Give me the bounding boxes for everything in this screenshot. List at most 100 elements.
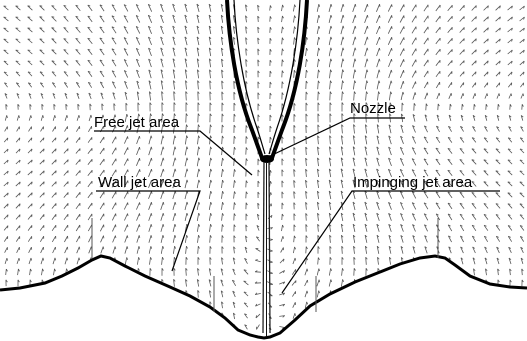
velocity-vector (54, 269, 55, 275)
velocity-vector (256, 249, 261, 252)
velocity-vector-head (31, 258, 32, 261)
velocity-vector (88, 159, 92, 165)
velocity-vector-head (367, 48, 368, 51)
velocity-vector-head (40, 28, 43, 29)
velocity-vector (293, 313, 295, 318)
velocity-vector (365, 48, 367, 56)
velocity-vector-head (163, 246, 164, 248)
velocity-vector-head (43, 269, 44, 271)
velocity-vector (16, 236, 19, 241)
velocity-vector (292, 291, 295, 296)
velocity-vector-head (331, 280, 332, 283)
velocity-vector (388, 48, 391, 56)
velocity-vector (88, 137, 92, 142)
velocity-vector (112, 192, 116, 199)
velocity-vector (234, 169, 235, 176)
velocity-vector-head (295, 16, 296, 18)
velocity-vector-head (307, 291, 308, 294)
velocity-vector-head (163, 224, 164, 227)
velocity-vector-head (343, 37, 344, 39)
velocity-vector (197, 169, 199, 177)
velocity-vector-head (367, 37, 368, 40)
velocity-vector (76, 137, 80, 142)
velocity-vector (185, 136, 186, 145)
velocity-vector-head (7, 258, 8, 261)
velocity-vector-head (56, 149, 57, 152)
velocity-vector-head (283, 225, 284, 227)
velocity-vector-head (187, 158, 188, 160)
velocity-vector (377, 48, 380, 56)
velocity-vector (257, 325, 260, 330)
velocity-vector (341, 26, 343, 34)
velocity-vector-head (439, 93, 440, 96)
velocity-vector (449, 93, 451, 99)
velocity-vector (161, 158, 163, 166)
velocity-vector-head (520, 149, 523, 150)
velocity-vector-head (20, 204, 21, 207)
velocity-vector (64, 203, 68, 208)
velocity-vector (186, 125, 187, 134)
velocity-vector (113, 247, 115, 254)
velocity-vector-head (67, 269, 68, 271)
velocity-vector-head (475, 93, 476, 96)
velocity-vector-head (211, 180, 212, 182)
velocity-vector (353, 48, 355, 56)
velocity-vector-head (175, 147, 176, 150)
velocity-vector-head (476, 39, 477, 42)
velocity-vector-head (367, 15, 368, 18)
velocity-vector-head (211, 213, 212, 215)
velocity-vector-head (367, 70, 368, 72)
velocity-vector (64, 182, 68, 187)
velocity-vector-head (520, 182, 523, 183)
velocity-vector (52, 214, 56, 219)
velocity-vector-head (331, 26, 332, 28)
velocity-vector (400, 37, 404, 44)
velocity-vector (448, 38, 453, 43)
velocity-vector (412, 60, 416, 67)
velocity-vector (161, 235, 163, 243)
velocity-vector-head (343, 15, 344, 18)
velocity-vector (412, 82, 415, 89)
velocity-vector (76, 170, 80, 175)
velocity-vector (173, 158, 175, 166)
velocity-vector (306, 48, 307, 56)
velocity-vector-head (270, 251, 273, 252)
velocity-vector (270, 5, 271, 10)
velocity-vector (460, 16, 465, 21)
velocity-vector-head (367, 4, 368, 7)
velocity-vector-head (56, 160, 57, 163)
velocity-vector-head (223, 202, 224, 204)
velocity-vector (412, 71, 416, 78)
velocity-vector-head (307, 37, 308, 39)
velocity-vector (137, 246, 139, 253)
velocity-vector (185, 191, 187, 199)
velocity-vector-head (355, 4, 356, 7)
velocity-vector (317, 37, 318, 45)
velocity-vector (329, 268, 330, 275)
velocity-vector (388, 26, 391, 33)
velocity-vector (124, 192, 128, 199)
velocity-vector-head (44, 149, 45, 152)
velocity-vector-head (379, 81, 380, 83)
velocity-vector (100, 159, 104, 165)
velocity-vector (329, 15, 331, 23)
velocity-vector (472, 83, 475, 88)
velocity-vector (317, 4, 319, 12)
velocity-vector (28, 236, 31, 241)
velocity-vector-head (44, 193, 45, 196)
velocity-vector (112, 203, 116, 210)
velocity-vector (185, 180, 187, 188)
velocity-vector (353, 70, 355, 79)
velocity-vector (89, 115, 91, 121)
velocity-vector (124, 159, 128, 166)
velocity-vector-head (175, 136, 176, 138)
velocity-vector-head (163, 158, 164, 161)
velocity-vector-head (343, 48, 344, 50)
velocity-vector-head (331, 59, 332, 61)
velocity-vector-head (163, 147, 164, 150)
velocity-vector (413, 92, 415, 99)
velocity-vector (365, 70, 367, 79)
velocity-vector (282, 16, 283, 22)
velocity-vector-head (355, 70, 356, 72)
velocity-vector (341, 37, 343, 45)
